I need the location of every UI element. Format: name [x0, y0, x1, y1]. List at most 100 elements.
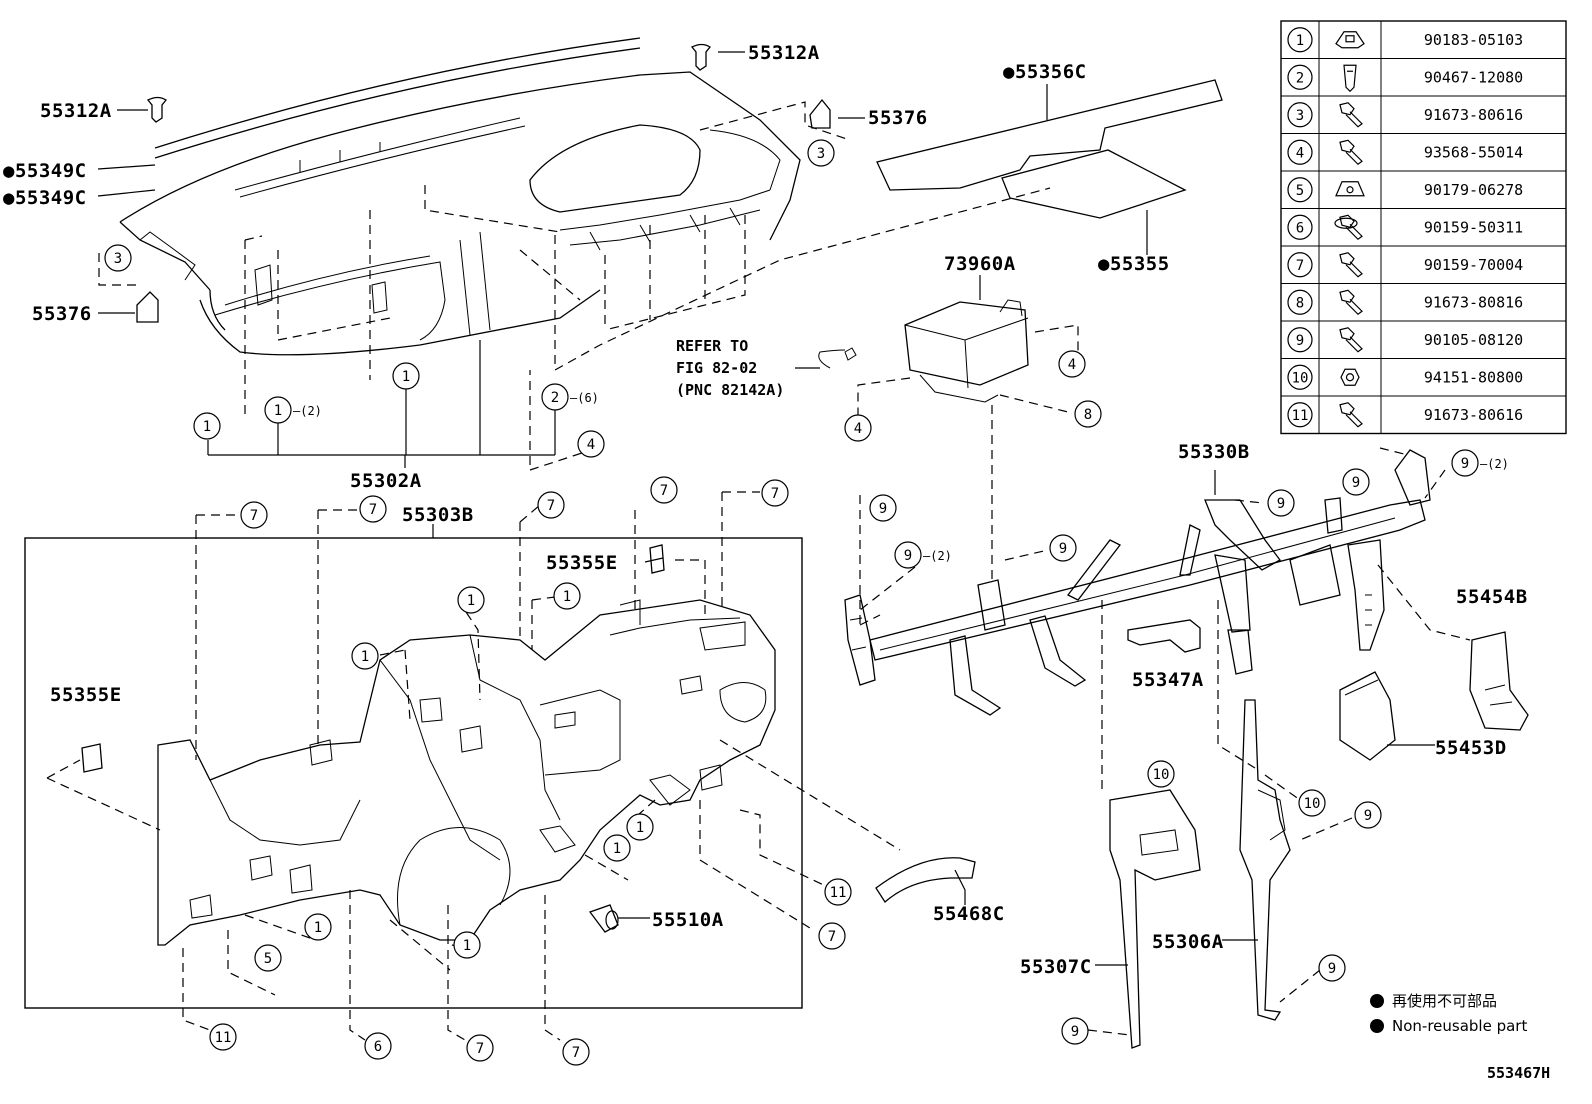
- svg-text:9: 9: [904, 548, 912, 564]
- callout-9: 9: [1061, 1017, 1089, 1045]
- svg-text:1: 1: [274, 403, 282, 419]
- clip-55510A-art: [588, 904, 619, 933]
- callout-3: 3: [104, 244, 132, 272]
- callout-qty: —(2): [293, 404, 322, 418]
- lower-leader-lines: [46, 491, 901, 1041]
- svg-text:11: 11: [215, 1030, 232, 1046]
- callout-1: 1: [626, 813, 654, 841]
- row-part-number: 91673-80816: [1424, 293, 1523, 311]
- row-ref: 8: [1296, 295, 1304, 311]
- svg-text:10: 10: [1153, 767, 1170, 783]
- svg-text:7: 7: [572, 1045, 580, 1061]
- svg-text:1: 1: [636, 820, 644, 836]
- row-ref: 5: [1296, 183, 1304, 199]
- label-55306A: 55306A: [1152, 931, 1224, 953]
- svg-text:1: 1: [563, 589, 571, 605]
- right-braces-art: [1339, 631, 1529, 761]
- label-55454B: 55454B: [1456, 586, 1528, 608]
- legend-en: Non-reusable part: [1392, 1017, 1527, 1035]
- callout-qty: —(6): [570, 391, 599, 405]
- label-55468C: 55468C: [933, 903, 1005, 925]
- callout-1: 1: [193, 412, 221, 440]
- callout-1: 1 —(2): [264, 396, 322, 424]
- svg-text:9: 9: [1328, 961, 1336, 977]
- instrument-panel-art: [119, 37, 801, 356]
- part-labels: 55312A 55312A ●55349C ●55349C 55376 5537…: [3, 42, 1528, 978]
- label-55330B: 55330B: [1178, 441, 1250, 463]
- callout-1: 1: [351, 642, 379, 670]
- bolt-icon: [1339, 102, 1363, 128]
- callout-9: 9—(2): [1451, 449, 1509, 477]
- callout-1: 1: [453, 931, 481, 959]
- callout-4: 4: [1058, 350, 1086, 378]
- callout-7: 7: [761, 479, 789, 507]
- callout-1: 1: [553, 582, 581, 610]
- row-part-number: 91673-80616: [1424, 406, 1523, 424]
- label-73960A: 73960A: [944, 253, 1016, 275]
- svg-text:5: 5: [264, 951, 272, 967]
- parts-table-row: 8 91673-80816: [1281, 283, 1566, 316]
- callout-7: 7: [359, 495, 387, 523]
- row-ref: 2: [1296, 70, 1304, 86]
- label-55307C: 55307C: [1020, 956, 1092, 978]
- nut-icon: [1340, 368, 1360, 386]
- svg-text:8: 8: [1084, 407, 1092, 423]
- beam-leader-lines: [859, 447, 1471, 1036]
- callout-7: 7: [818, 922, 846, 950]
- row-ref: 3: [1296, 108, 1304, 124]
- callout-7: 7: [537, 491, 565, 519]
- silencer-pads-art: [876, 79, 1223, 219]
- svg-text:9: 9: [1352, 475, 1360, 491]
- svg-text:9: 9: [1364, 808, 1372, 824]
- svg-text:1: 1: [314, 920, 322, 936]
- callout-1: 1: [603, 834, 631, 862]
- nut-clip-icon: [1335, 181, 1365, 197]
- row-part-number: 90105-08120: [1424, 331, 1523, 349]
- bolt-icon: [1339, 252, 1363, 278]
- svg-text:10: 10: [1304, 796, 1321, 812]
- refer-line1: REFER TO: [676, 337, 748, 355]
- svg-text:4: 4: [587, 437, 595, 453]
- svg-text:7: 7: [547, 498, 555, 514]
- label-55349C-a: ●55349C: [3, 160, 87, 182]
- label-55312A-top: 55312A: [748, 42, 820, 64]
- pad-55355E-left-art: [81, 743, 103, 773]
- row-part-number: 90467-12080: [1424, 68, 1523, 86]
- refer-note: REFER TO FIG 82-02 (PNC 82142A): [676, 337, 784, 399]
- svg-text:7: 7: [828, 929, 836, 945]
- svg-text:9: 9: [1277, 496, 1285, 512]
- callout-10: 10: [1147, 760, 1175, 788]
- figure-id: 553467H: [1487, 1064, 1550, 1082]
- svg-text:3: 3: [114, 251, 122, 267]
- callout-11: 11: [824, 878, 852, 906]
- label-55355: ●55355: [1098, 253, 1170, 275]
- svg-text:1: 1: [463, 938, 471, 954]
- steering-support-art: [844, 449, 1431, 716]
- row-ref: 1: [1296, 33, 1304, 49]
- bracket-55347A-art: [1127, 619, 1201, 653]
- callout-2: 2—(6): [541, 383, 599, 411]
- label-55376-left: 55376: [32, 303, 92, 325]
- callout-9: 9: [1267, 489, 1295, 517]
- label-55453D: 55453D: [1435, 737, 1507, 759]
- callout-9: 9: [1342, 468, 1370, 496]
- row-ref: 7: [1296, 258, 1304, 274]
- callout-1: 1: [457, 586, 485, 614]
- svg-text:4: 4: [1068, 357, 1076, 373]
- refer-line2: FIG 82-02: [676, 359, 757, 377]
- callout-9: 9: [1049, 534, 1077, 562]
- svg-text:7: 7: [476, 1041, 484, 1057]
- svg-text:1: 1: [613, 841, 621, 857]
- upper-leader-lines: [98, 101, 1051, 471]
- callout-8: 8: [1074, 400, 1102, 428]
- svg-text:7: 7: [250, 508, 258, 524]
- callout-9: 9: [1318, 954, 1346, 982]
- callout-10: 10: [1298, 789, 1326, 817]
